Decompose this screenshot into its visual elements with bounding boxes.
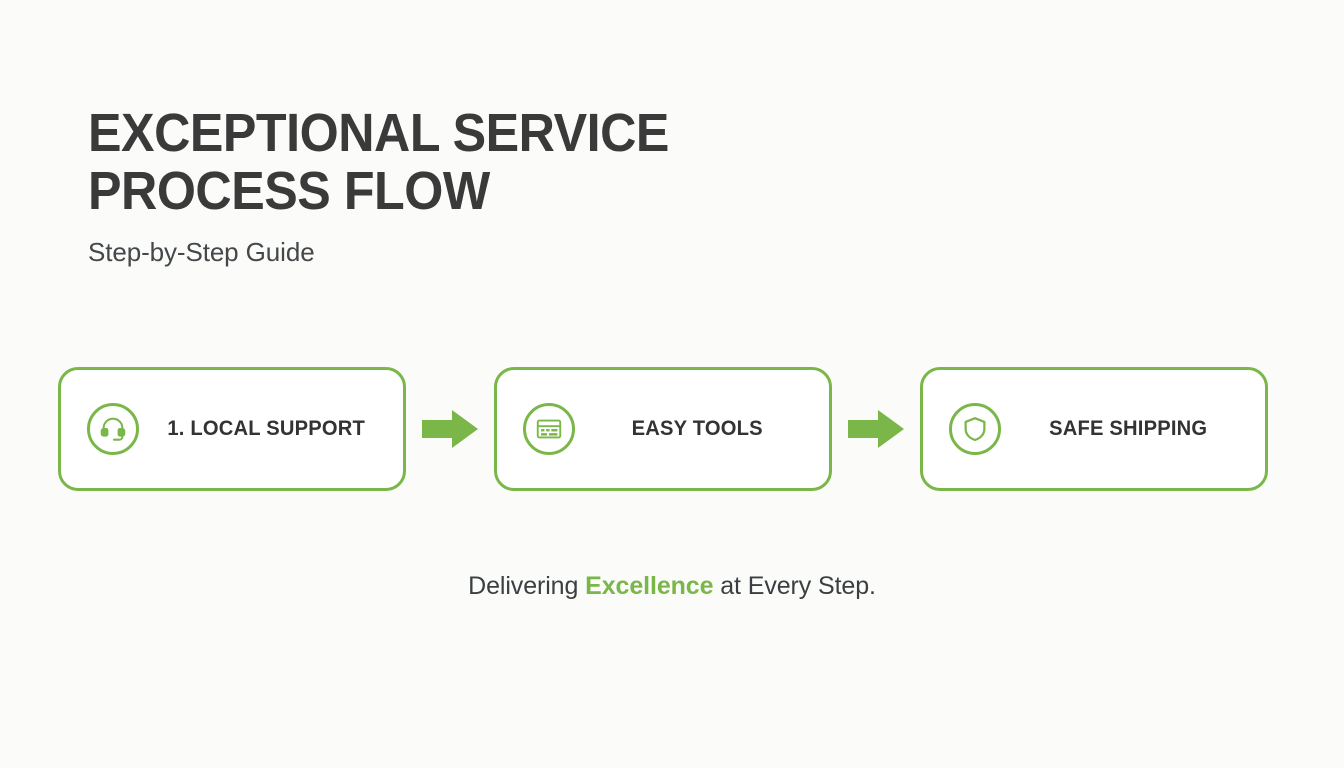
card-table-icon — [523, 403, 575, 455]
headset-icon — [87, 403, 139, 455]
tagline: Delivering Excellence at Every Step. — [0, 572, 1344, 601]
process-step-label: EASY TOOLS — [631, 417, 763, 440]
process-flow: 1. LOCAL SUPPORT EASY TOOLS — [58, 366, 1268, 492]
page-header: EXCEPTIONAL SERVICE PROCESS FLOW Step-by… — [88, 104, 848, 268]
process-step-local-support[interactable]: 1. LOCAL SUPPORT — [58, 367, 406, 491]
arrow-right-icon — [832, 408, 920, 450]
tagline-before: Delivering — [468, 572, 586, 600]
process-step-label: 1. LOCAL SUPPORT — [167, 417, 366, 440]
arrow-right-icon — [406, 408, 494, 450]
tagline-accent: Excellence — [585, 572, 714, 600]
tagline-after: at Every Step. — [713, 572, 876, 600]
process-step-label: SAFE SHIPPING — [1049, 417, 1208, 440]
page-subtitle: Step-by-Step Guide — [88, 236, 315, 267]
shield-icon — [949, 403, 1001, 455]
process-step-easy-tools[interactable]: EASY TOOLS — [494, 367, 832, 491]
process-step-safe-shipping[interactable]: SAFE SHIPPING — [920, 367, 1268, 491]
page-title: EXCEPTIONAL SERVICE PROCESS FLOW — [88, 103, 669, 222]
